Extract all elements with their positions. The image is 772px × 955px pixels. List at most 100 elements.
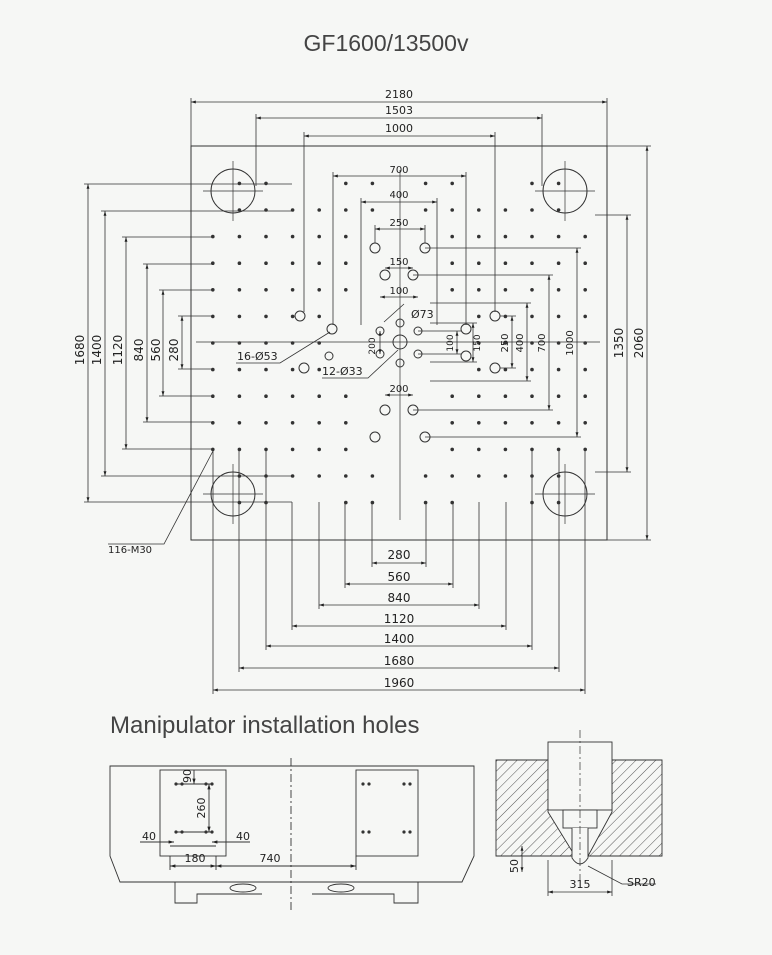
tapped-hole [556, 288, 561, 292]
dim-250-right: 250 [500, 333, 511, 352]
tapped-hole [530, 181, 534, 186]
dim-1000-right: 1000 [565, 330, 576, 355]
tapped-hole [556, 234, 561, 239]
dim-40-left: 40 [142, 830, 156, 843]
page-title: GF1600/13500v [303, 30, 469, 56]
dim-1680-bottom: 1680 [384, 654, 415, 668]
tapped-hole [556, 208, 561, 212]
top-dimension-labels: 2180 1503 1000 700 400 250 150 100 [385, 88, 413, 297]
tapped-hole [556, 341, 561, 345]
dim-1960-bottom: 1960 [384, 676, 415, 690]
tapped-hole [317, 261, 322, 266]
tapped-hole [237, 367, 242, 372]
dim-1120-bottom: 1120 [384, 612, 415, 626]
tapped-hole [344, 447, 348, 452]
tapped-hole [583, 288, 587, 292]
tapped-hole [423, 181, 428, 186]
dim-1680-left: 1680 [73, 335, 87, 366]
tapped-hole [503, 341, 508, 345]
dim-740: 740 [260, 852, 281, 865]
tapped-hole [264, 341, 268, 345]
tapped-hole [477, 314, 481, 319]
tapped-hole [530, 394, 534, 399]
tapped-hole [317, 314, 322, 319]
dim-200-bottom: 200 [389, 384, 408, 395]
tapped-hole [530, 341, 534, 345]
tapped-hole [290, 288, 295, 292]
tapped-hole [503, 394, 508, 399]
tapped-hole [450, 208, 455, 212]
dim-700: 700 [389, 165, 408, 176]
tapped-hole [290, 367, 295, 372]
callout-16-holes: 16-Ø53 [237, 350, 278, 363]
dim-1400-bottom: 1400 [384, 632, 415, 646]
dim-560-bottom: 560 [388, 570, 411, 584]
dim-2180: 2180 [385, 88, 413, 101]
dim-1350: 1350 [612, 328, 626, 359]
tapped-hole [317, 394, 322, 399]
tapped-hole [530, 421, 534, 425]
manipulator-holes [174, 782, 412, 834]
right-dimension-lines [413, 145, 651, 541]
tapped-hole [344, 288, 348, 292]
tapped-hole [583, 394, 587, 399]
dim-840-bottom: 840 [388, 591, 411, 605]
section-title: Manipulator installation holes [110, 712, 420, 739]
dim-2060: 2060 [632, 328, 646, 359]
tapped-hole [237, 261, 242, 266]
tapped-hole [264, 367, 268, 372]
tapped-hole [344, 394, 348, 399]
manipulator-view [109, 758, 475, 912]
tapped-hole [344, 234, 348, 239]
tapped-hole [583, 367, 587, 372]
callout-12-holes: 12-Ø33 [322, 365, 363, 378]
left-dimension-labels: 1680 1400 1120 840 560 280 200 [73, 335, 378, 366]
dim-400: 400 [389, 190, 408, 201]
dim-100: 100 [389, 286, 408, 297]
tapped-hole [344, 500, 348, 505]
tapped-hole [583, 421, 587, 425]
tapped-hole [477, 261, 481, 266]
tapped-hole [450, 394, 455, 399]
tapped-hole [237, 181, 242, 186]
callout-labels: 16-Ø53 12-Ø33 Ø73 116-M30 [108, 308, 434, 556]
tapped-hole [583, 261, 587, 266]
dim-90: 90 [181, 769, 194, 783]
tapped-hole [211, 367, 215, 372]
tapped-hole [370, 474, 375, 478]
tapped-hole [211, 341, 215, 345]
tapped-hole [264, 234, 268, 239]
tapped-hole [237, 394, 242, 399]
tapped-hole [264, 314, 268, 319]
tapped-hole [477, 288, 481, 292]
tapped-hole [583, 341, 587, 345]
tapped-hole [450, 288, 455, 292]
tapped-hole [290, 234, 295, 239]
tapped-hole [556, 367, 561, 372]
dim-280-left: 280 [167, 339, 181, 362]
tapped-hole [477, 367, 481, 372]
tapped-hole [344, 208, 348, 212]
left-dimension-lines [84, 183, 382, 503]
tapped-hole [264, 288, 268, 292]
tapped-hole [583, 234, 587, 239]
tapped-hole [290, 447, 295, 452]
top-dimension-lines [190, 98, 608, 325]
tapped-hole [503, 421, 508, 425]
tapped-hole [556, 261, 561, 266]
dim-150-right: 150 [473, 334, 483, 351]
tapped-hole [477, 234, 481, 239]
tapped-hole [583, 314, 587, 319]
tapped-hole [450, 181, 455, 186]
tapped-hole [264, 181, 268, 186]
dim-1000: 1000 [385, 122, 413, 135]
tapped-hole [290, 261, 295, 266]
tapped-hole [290, 421, 295, 425]
tapped-hole [477, 208, 481, 212]
dim-1400-left: 1400 [90, 335, 104, 366]
right-dimension-labels: 1350 2060 100 150 250 400 700 1000 [446, 328, 646, 359]
tapped-hole [450, 421, 455, 425]
tapped-hole [370, 208, 375, 212]
callout-leaders [108, 303, 405, 545]
